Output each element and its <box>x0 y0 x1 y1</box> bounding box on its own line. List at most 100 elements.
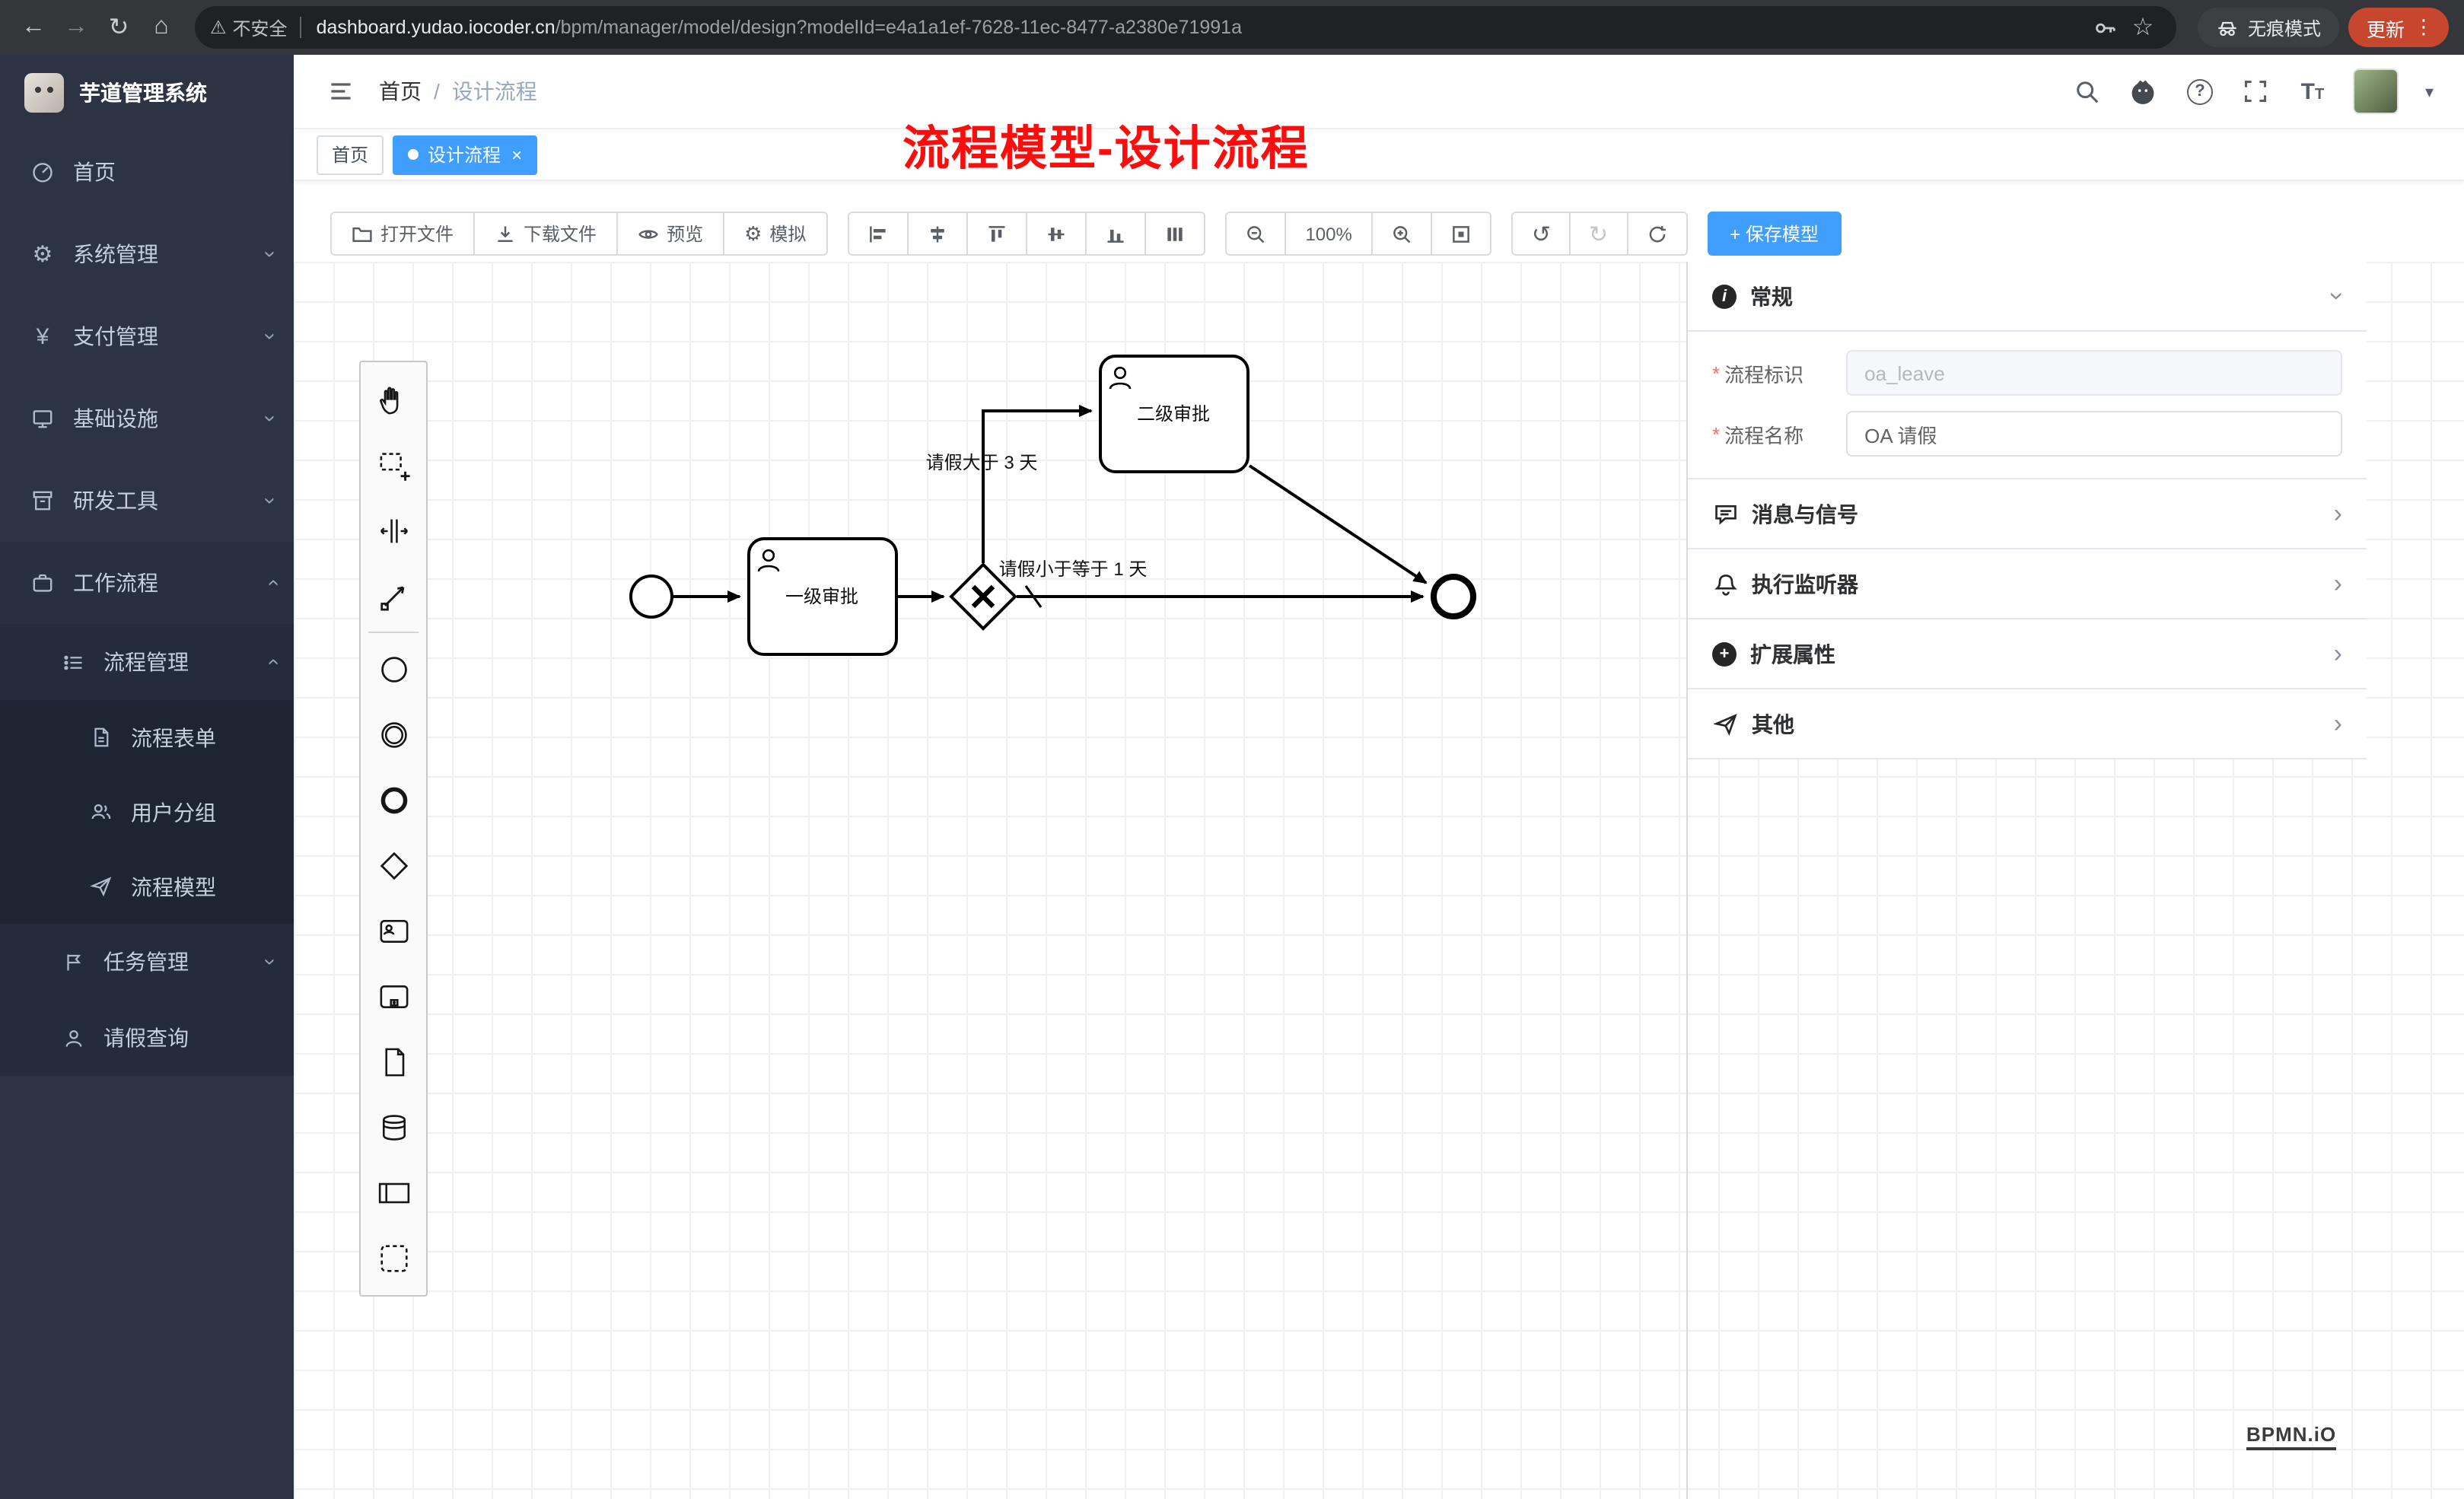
bell-icon <box>1712 571 1738 597</box>
chevron-right-icon: › <box>2333 709 2342 738</box>
sidebar-item-label: 研发工具 <box>73 489 158 513</box>
sequence-flows[interactable] <box>673 405 1428 608</box>
undo-button[interactable]: ↺ <box>1511 212 1571 256</box>
sidebar-item-devtools[interactable]: 研发工具 › <box>0 460 294 542</box>
create-intermediate-event[interactable] <box>364 702 423 767</box>
create-start-event[interactable] <box>364 636 423 702</box>
zoom-in-button[interactable] <box>1371 212 1433 256</box>
panel-section-message-signal[interactable]: 消息与信号 › <box>1688 479 2367 549</box>
lasso-tool[interactable] <box>364 432 423 498</box>
github-icon[interactable] <box>2128 76 2159 107</box>
gateway-node[interactable] <box>949 562 1017 631</box>
incognito-label: 无痕模式 <box>2247 18 2321 39</box>
task-first-approval[interactable]: 一级审批 <box>747 537 898 656</box>
home-icon[interactable]: ⌂ <box>154 14 169 40</box>
zoom-fit-button[interactable] <box>1431 212 1492 256</box>
sidebar-item-process-management[interactable]: 流程管理 › <box>0 624 294 700</box>
hand-tool[interactable] <box>364 367 423 432</box>
not-secure-label: 不安全 <box>232 18 288 39</box>
sidebar-item-leave-query[interactable]: 请假查询 <box>0 1000 294 1076</box>
back-icon[interactable]: ← <box>21 14 46 40</box>
workspace: 打开文件 下载文件 预览 ⚙ 模拟 <box>294 181 2464 1499</box>
tab-design-process[interactable]: 设计流程 × <box>393 135 538 174</box>
edge-label-gt[interactable]: 请假大于 3 天 <box>926 453 1038 473</box>
create-pool[interactable] <box>364 1160 423 1225</box>
align-left-button[interactable] <box>847 212 909 256</box>
process-id-input[interactable] <box>1846 350 2342 396</box>
process-id-field: * 流程标识 <box>1712 350 2342 396</box>
sidebar-item-user-group[interactable]: 用户分组 <box>0 775 294 849</box>
align-middle-button[interactable] <box>1025 212 1087 256</box>
refresh-icon <box>1648 225 1666 242</box>
sidebar-item-label: 首页 <box>73 160 116 184</box>
distribute-button[interactable] <box>1144 212 1205 256</box>
chevron-up-icon: › <box>259 658 285 666</box>
panel-section-general[interactable]: i 常规 › <box>1688 262 2367 332</box>
file-button-group: 打开文件 下载文件 预览 ⚙ 模拟 <box>330 212 828 256</box>
edge-label-le[interactable]: 请假小于等于 1 天 <box>999 559 1148 580</box>
flow-task2-to-end[interactable] <box>1248 464 1428 584</box>
panel-section-other[interactable]: 其他 › <box>1688 689 2367 759</box>
panel-section-extended-properties[interactable]: + 扩展属性 › <box>1688 619 2367 689</box>
align-center-button[interactable] <box>906 212 968 256</box>
task-second-approval[interactable]: 二级审批 <box>1099 355 1250 473</box>
breadcrumb-home[interactable]: 首页 <box>379 79 422 103</box>
save-model-button[interactable]: + 保存模型 <box>1707 212 1842 256</box>
end-event-node[interactable] <box>1431 574 1476 619</box>
update-button[interactable]: 更新 ⋮ <box>2348 8 2449 47</box>
sidebar-item-payment[interactable]: ¥ 支付管理 › <box>0 295 294 377</box>
tab-label: 设计流程 <box>428 145 501 166</box>
sidebar-item-home[interactable]: 首页 <box>0 131 294 213</box>
create-subprocess[interactable] <box>364 963 423 1029</box>
simulate-button[interactable]: ⚙ 模拟 <box>723 212 828 256</box>
bpmn-canvas[interactable]: 一级审批 <box>294 262 2464 1499</box>
space-tool[interactable] <box>364 498 423 563</box>
avatar-caret-icon[interactable]: ▾ <box>2424 83 2434 101</box>
sidebar-item-workflow[interactable]: 工作流程 › <box>0 542 294 624</box>
redo-button[interactable]: ↻ <box>1569 212 1628 256</box>
sidebar-item-label: 基础设施 <box>73 406 158 431</box>
create-group[interactable] <box>364 1225 423 1291</box>
forward-icon[interactable]: → <box>64 14 88 40</box>
app-logo[interactable]: 芋道管理系统 <box>0 55 294 131</box>
global-connect-tool[interactable] <box>364 563 423 629</box>
align-top-button[interactable] <box>966 212 1027 256</box>
process-name-input[interactable] <box>1846 411 2342 457</box>
sidebar-item-process-model[interactable]: 流程模型 <box>0 849 294 924</box>
create-user-task[interactable] <box>364 898 423 963</box>
panel-section-execution-listener[interactable]: 执行监听器 › <box>1688 549 2367 619</box>
fullscreen-icon[interactable] <box>2241 76 2271 107</box>
reload-icon[interactable]: ↻ <box>108 15 129 41</box>
search-icon[interactable] <box>2072 76 2103 107</box>
sidebar-item-system[interactable]: ⚙ 系统管理 › <box>0 213 294 295</box>
key-icon[interactable] <box>2088 9 2125 46</box>
start-event-node[interactable] <box>629 574 673 619</box>
sidebar-item-infrastructure[interactable]: 基础设施 › <box>0 377 294 460</box>
chevron-down-icon: › <box>259 250 285 258</box>
bookmark-star-icon[interactable]: ☆ <box>2131 15 2154 41</box>
browser-menu-icon[interactable]: ⋮ <box>2414 15 2434 38</box>
open-file-button[interactable]: 打开文件 <box>330 212 476 256</box>
create-document[interactable] <box>364 1029 423 1094</box>
create-gateway[interactable] <box>364 832 423 898</box>
sidebar-item-process-form[interactable]: 流程表单 <box>0 700 294 775</box>
sidebar-collapse-icon[interactable] <box>327 76 358 107</box>
preview-button[interactable]: 预览 <box>616 212 725 256</box>
zoom-out-button[interactable] <box>1224 212 1286 256</box>
align-bottom-button[interactable] <box>1084 212 1146 256</box>
help-icon[interactable]: ? <box>2185 76 2215 107</box>
create-data-store[interactable] <box>364 1094 423 1160</box>
flow-gateway-to-task2[interactable] <box>982 405 1093 563</box>
restart-button[interactable] <box>1626 212 1688 256</box>
tab-close-icon[interactable]: × <box>511 144 523 165</box>
address-bar[interactable]: ⚠ 不安全 dashboard.yudao.iocoder.cn/bpm/man… <box>195 6 2176 49</box>
sidebar-item-task-management[interactable]: 任务管理 › <box>0 924 294 1000</box>
bpmnio-watermark[interactable]: BPMN.iO <box>2246 1423 2337 1450</box>
paper-plane-icon <box>88 874 113 899</box>
create-end-event[interactable] <box>364 767 423 832</box>
font-size-icon[interactable]: TT <box>2300 78 2325 104</box>
tab-home[interactable]: 首页 <box>317 135 384 174</box>
chevron-down-icon: › <box>259 497 285 504</box>
avatar[interactable] <box>2353 68 2399 114</box>
download-file-button[interactable]: 下载文件 <box>473 212 619 256</box>
